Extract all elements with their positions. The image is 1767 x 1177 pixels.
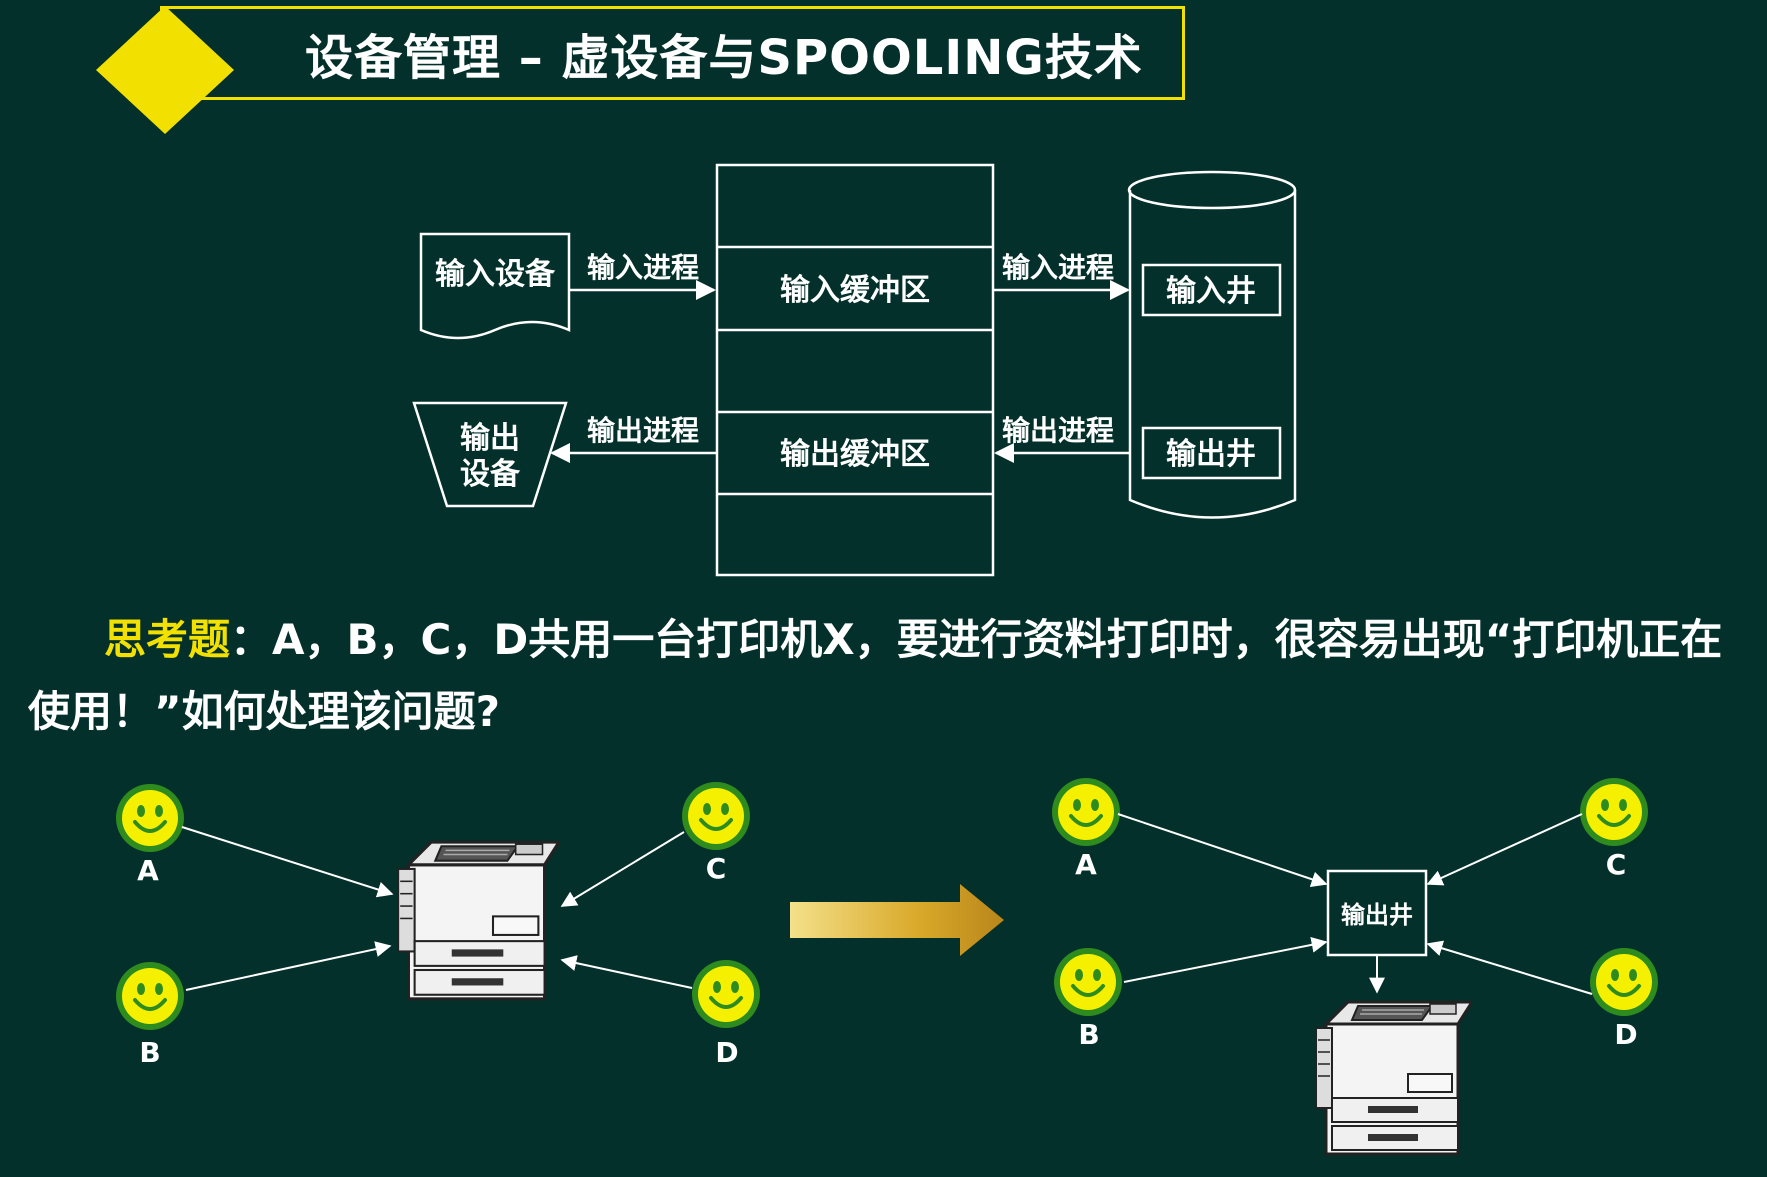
printer-after-icon xyxy=(1314,1000,1472,1156)
output-well-box xyxy=(1141,426,1282,480)
user-d-after-label: D xyxy=(1614,1018,1637,1051)
page-title: 设备管理 – 虚设备与SPOOLING技术 xyxy=(305,30,1143,86)
user-c-label: C xyxy=(706,852,727,885)
input-device-label: 输入设备 xyxy=(435,257,556,292)
user-c-after-label: C xyxy=(1606,848,1627,881)
arrow-d-to-well xyxy=(1426,940,1593,995)
question-body: ：A，B，C，D共用一台打印机X，要进行资料打印时，很容易出现“打印机正在使用！… xyxy=(28,615,1723,736)
printer-before-icon xyxy=(396,840,559,1001)
user-c-after-smiley-icon xyxy=(1578,776,1650,848)
user-b-smiley-icon xyxy=(114,960,186,1032)
output-device-shape xyxy=(412,401,568,508)
input-buffer-label: 输入缓冲区 xyxy=(780,273,930,308)
user-b-after-smiley-icon xyxy=(1052,946,1124,1018)
user-a-label: A xyxy=(137,854,159,887)
user-a-smiley-icon xyxy=(114,782,186,854)
user-d-smiley-icon xyxy=(690,958,762,1030)
output-device-label-line1: 输出 xyxy=(460,421,520,456)
question-text: 思考题：A，B，C，D共用一台打印机X，要进行资料打印时，很容易出现“打印机正在… xyxy=(28,604,1758,748)
buffer-column xyxy=(715,163,995,577)
title-diamond-icon xyxy=(96,6,234,134)
input-process-right-label: 输入进程 xyxy=(1002,251,1114,284)
input-well-label: 输入井 xyxy=(1166,274,1256,309)
user-b-after-label: B xyxy=(1078,1018,1099,1051)
output-process-left-label: 输出进程 xyxy=(587,414,699,447)
user-d-label: D xyxy=(715,1036,738,1069)
user-c-smiley-icon xyxy=(680,780,752,852)
user-a-after-label: A xyxy=(1075,848,1097,881)
input-well-box xyxy=(1141,263,1282,317)
output-process-right-label: 输出进程 xyxy=(1002,414,1114,447)
transition-arrow-icon xyxy=(790,884,1004,956)
arrow-a-to-well xyxy=(1117,813,1328,887)
arrow-a-to-printer xyxy=(181,826,394,898)
title-bar xyxy=(160,6,1185,100)
input-device-shape xyxy=(419,232,571,340)
user-a-after-smiley-icon xyxy=(1050,776,1122,848)
output-buffer-label: 输出缓冲区 xyxy=(780,437,930,472)
question-lead: 思考题 xyxy=(104,615,231,664)
disk-cylinder xyxy=(1128,190,1297,519)
after-output-well-label: 输出井 xyxy=(1341,901,1413,929)
arrow-b-to-printer xyxy=(185,941,392,991)
output-well-label: 输出井 xyxy=(1166,437,1256,472)
input-process-left-label: 输入进程 xyxy=(587,251,699,284)
arrow-b-to-well xyxy=(1123,936,1328,983)
user-b-label: B xyxy=(139,1036,160,1069)
arrow-c-to-well xyxy=(1426,813,1583,886)
output-device-label-line2: 设备 xyxy=(460,457,521,492)
user-d-after-smiley-icon xyxy=(1588,946,1660,1018)
arrow-d-to-printer xyxy=(560,955,693,989)
arrow-c-to-printer xyxy=(560,831,685,907)
